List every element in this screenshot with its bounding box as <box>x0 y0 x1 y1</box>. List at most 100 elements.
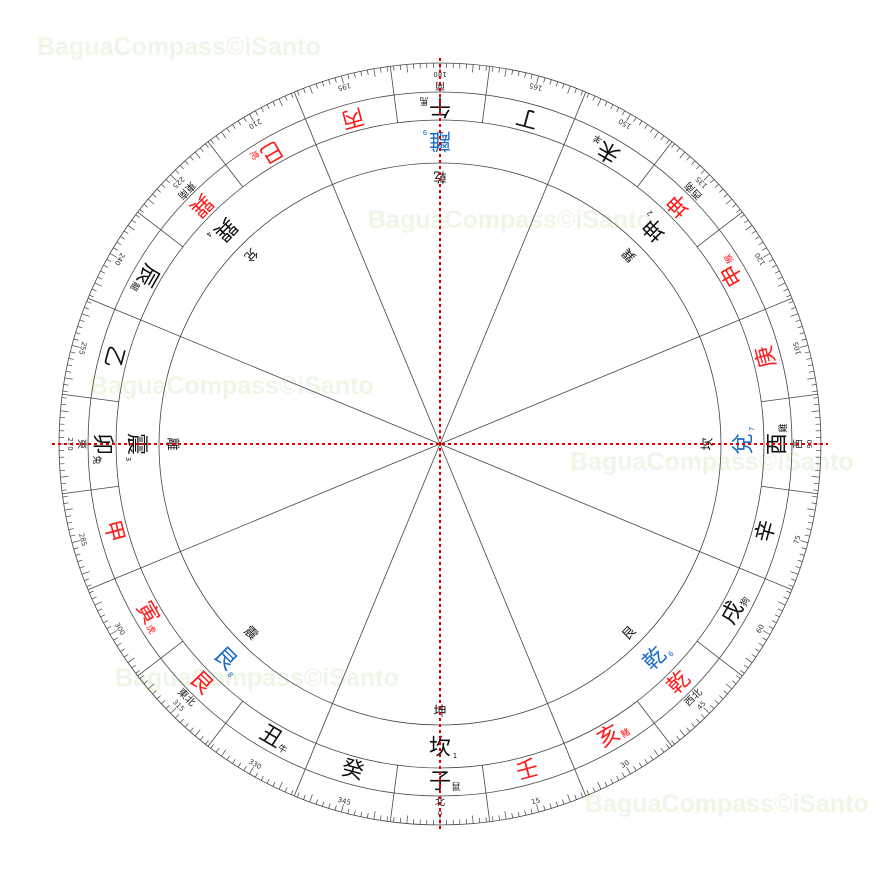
degree-tick <box>266 778 270 784</box>
degree-tick <box>777 276 783 280</box>
degree-tick <box>626 113 631 122</box>
trigram-name: 坤 <box>638 212 671 245</box>
degree-number: 240 <box>113 251 127 267</box>
degree-tick <box>626 766 631 775</box>
degree-number: 30 <box>619 759 631 770</box>
degree-tick <box>123 653 129 658</box>
mountain-divider <box>389 765 399 822</box>
mountain-divider <box>696 211 743 248</box>
degree-tick <box>135 670 140 674</box>
early-trigram-name: 震 <box>241 624 261 644</box>
degree-tick <box>170 174 177 181</box>
degree-tick <box>103 620 109 624</box>
degree-tick <box>334 77 337 83</box>
degree-tick <box>691 160 696 165</box>
degree-tick <box>567 794 571 803</box>
degree-tick <box>68 528 74 531</box>
degree-tick <box>86 300 92 304</box>
degree-tick <box>799 553 805 556</box>
degree-tick <box>604 781 608 787</box>
later-heaven-trigram-3: 坤2 <box>638 208 671 245</box>
degree-tick <box>686 727 691 732</box>
degree-tick <box>653 131 659 139</box>
degree-tick <box>205 143 209 148</box>
degree-tick <box>243 117 247 122</box>
degree-tick <box>94 601 103 606</box>
degree-tick <box>755 236 760 240</box>
degree-tick <box>152 690 157 695</box>
degree-tick <box>813 489 819 491</box>
mountain-divider <box>207 141 244 188</box>
degree-label: 45 <box>696 700 708 712</box>
degree-tick <box>562 83 565 89</box>
trigram-sector-line <box>439 443 565 744</box>
degree-tick <box>524 810 527 816</box>
degree-tick <box>771 264 777 268</box>
degree-tick <box>801 338 807 341</box>
degree-tick <box>161 700 166 705</box>
degree-tick <box>61 397 67 399</box>
degree-tick <box>586 789 590 795</box>
degree-tick <box>809 515 815 518</box>
degree-tick <box>62 390 68 393</box>
degree-tick <box>686 156 691 161</box>
degree-tick <box>139 209 144 213</box>
degree-tick <box>67 521 73 524</box>
degree-label: 120 <box>754 251 768 267</box>
mountain-name: 丙 <box>339 103 367 133</box>
degree-tick <box>567 85 571 94</box>
degree-label: 105 <box>792 341 803 356</box>
degree-tick <box>703 707 710 714</box>
degree-tick <box>574 88 577 94</box>
degree-tick <box>536 804 539 813</box>
degree-tick <box>530 74 533 80</box>
degree-tick <box>691 723 696 728</box>
trigram-number: 4 <box>204 230 213 239</box>
mountain-10: 未羊 <box>591 132 625 168</box>
degree-tick <box>73 338 79 341</box>
mountain-divider <box>636 700 673 747</box>
degree-tick <box>347 74 350 80</box>
degree-tick <box>485 817 487 823</box>
degree-tick <box>156 695 161 700</box>
degree-tick <box>406 64 408 73</box>
degree-tick <box>143 680 149 685</box>
degree-tick <box>380 815 382 821</box>
degree-tick <box>801 547 807 550</box>
degree-tick <box>638 762 643 768</box>
trigram-sector-line <box>439 144 565 445</box>
later-heaven-trigram-2: 兌7 <box>732 427 757 455</box>
degree-tick <box>616 775 620 781</box>
degree-tick <box>755 648 760 652</box>
mountain-name: 亥 <box>593 720 625 753</box>
degree-tick <box>73 547 79 550</box>
degree-tick <box>321 81 325 87</box>
trigram-sector-line <box>140 443 441 569</box>
degree-tick <box>179 718 184 723</box>
mountain-name: 壬 <box>514 756 542 786</box>
degree-tick <box>660 135 665 141</box>
trigram-number: 8 <box>226 671 235 680</box>
zodiac-animal: 鼠 <box>451 781 460 793</box>
degree-tick <box>723 690 728 695</box>
degree-tick <box>290 789 294 795</box>
degree-tick <box>696 718 701 723</box>
degree-tick <box>165 179 170 184</box>
degree-tick <box>719 695 724 700</box>
mountain-name: 乙 <box>99 343 129 371</box>
degree-tick <box>762 247 767 251</box>
mountain-divider <box>137 211 184 248</box>
degree-tick <box>671 740 675 745</box>
degree-tick <box>806 357 812 360</box>
degree-tick <box>360 811 363 817</box>
trigram-name: 巽 <box>208 212 241 245</box>
degree-tick <box>610 104 614 110</box>
degree-tick <box>215 747 220 753</box>
degree-tick <box>774 270 780 274</box>
degree-tick <box>309 85 313 94</box>
degree-number: 75 <box>792 534 802 545</box>
degree-tick <box>366 69 369 75</box>
degree-tick <box>804 351 810 354</box>
degree-tick <box>478 65 481 71</box>
degree-tick <box>472 815 474 824</box>
